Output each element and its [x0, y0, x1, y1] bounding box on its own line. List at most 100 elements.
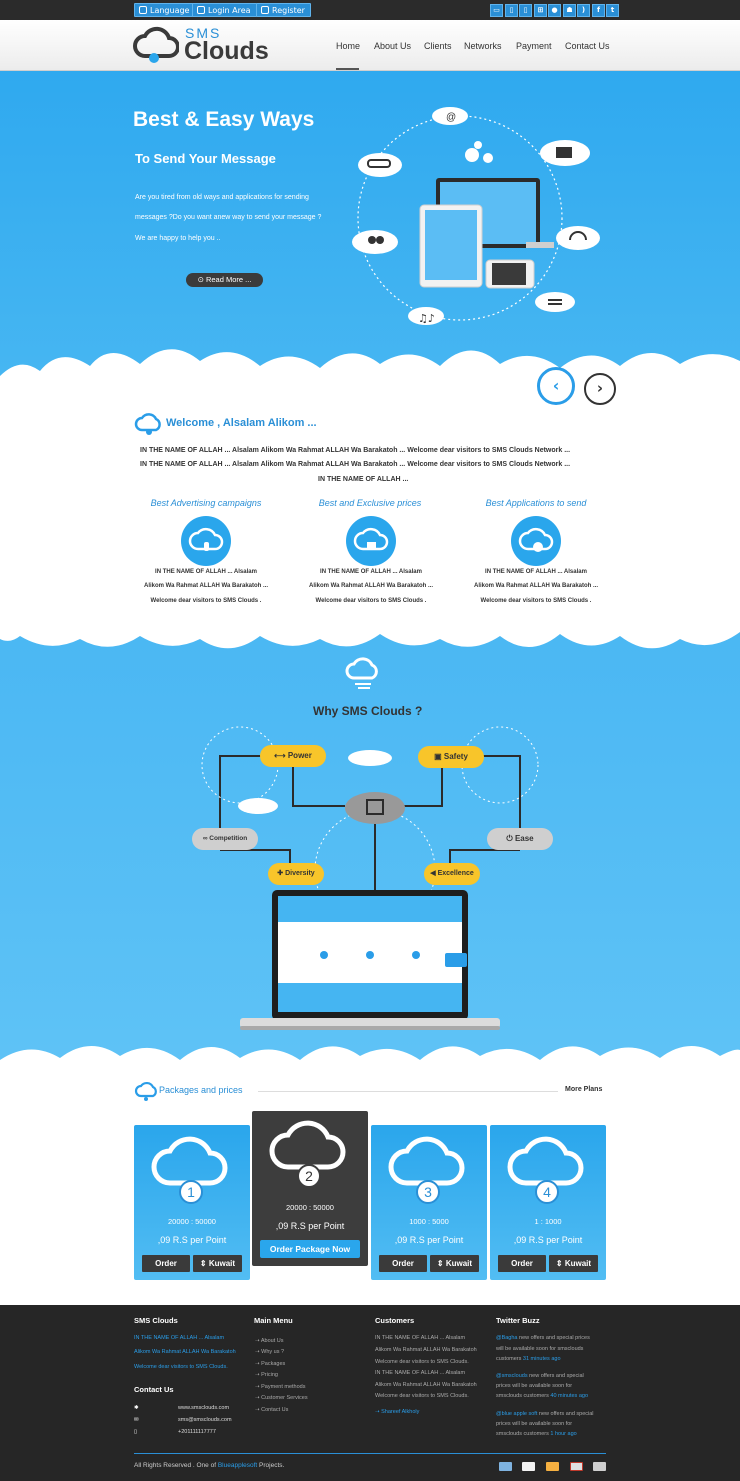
country-select[interactable]: ⇕ Kuwait: [430, 1255, 479, 1272]
more-plans-link[interactable]: More Plans: [565, 1086, 603, 1093]
packages-title: Packages and prices: [159, 1085, 243, 1095]
packages-divider: [258, 1091, 558, 1092]
discover-card-icon: [546, 1462, 559, 1471]
updown-icon: ⇕: [199, 1259, 209, 1268]
tweet: @Bagha new offers and special prices: [496, 1335, 590, 1341]
package-range: 1 : 1000: [534, 1217, 562, 1226]
country-select[interactable]: ⇕ Kuwait: [549, 1255, 598, 1272]
top-bar: [0, 0, 740, 20]
footer-menu-services[interactable]: ➝ Customer Services: [255, 1395, 308, 1401]
feature-text: Welcome dear visitors to SMS Clouds .: [480, 598, 592, 604]
contact-email[interactable]: sms@smsclouds.com: [178, 1417, 232, 1423]
customer-author[interactable]: ➝ Shareef Alkholy: [375, 1409, 420, 1415]
feature-title-advertising: Best Advertising campaigns: [150, 498, 262, 508]
package-cloud-icon: [151, 1136, 228, 1186]
tablet-icon[interactable]: ▯: [505, 4, 518, 17]
order-button[interactable]: Order: [142, 1255, 190, 1272]
megaphone-icon: ◀: [430, 870, 438, 877]
package-price: ,09 R.S per Point: [157, 1235, 227, 1245]
site-footer: [0, 1305, 740, 1481]
footer-menu-why[interactable]: ➝ Why us ?: [255, 1349, 285, 1355]
laptop-illustration: [240, 890, 500, 1030]
footer-menu-contact[interactable]: ➝ Contact Us: [255, 1407, 289, 1413]
feature-text: Alikom Wa Rahmat ALLAH Wa Barakatoh ...: [473, 583, 599, 589]
nav-clients[interactable]: Clients: [424, 41, 452, 51]
key-icon: [261, 6, 269, 14]
twitter-icon[interactable]: t: [606, 4, 619, 17]
package-cloud-icon: [134, 1081, 157, 1101]
hero-subtitle: To Send Your Message: [135, 151, 276, 166]
nav-payment[interactable]: Payment: [516, 41, 552, 51]
hero-illustration: @ ♫♪: [352, 107, 600, 325]
rss-icon[interactable]: ): [577, 4, 590, 17]
nav-about-us[interactable]: About Us: [374, 41, 412, 51]
nav-contact-us[interactable]: Contact Us: [565, 41, 610, 51]
email-at-text: @: [446, 112, 456, 123]
feature-applications-icon: [511, 516, 561, 566]
welcome-text-line: IN THE NAME OF ALLAH ...: [318, 476, 409, 483]
feature-title-applications: Best Applications to send: [485, 498, 587, 508]
blueapplesoft-link[interactable]: Blueapplesoft: [217, 1462, 258, 1469]
phone-icon[interactable]: ▯: [519, 4, 532, 17]
feature-text: IN THE NAME OF ALLAH ... Alsalam: [485, 569, 587, 575]
mastercard-icon: [570, 1462, 583, 1471]
footer-text: Alikom Wa Rahmat ALLAH Wa Barakatoh: [375, 1382, 477, 1388]
cloud-divider: [0, 349, 740, 406]
login-button[interactable]: Login Area: [192, 3, 257, 17]
contact-phone: +201111117777: [178, 1429, 216, 1435]
competition-bubble: ∞ Competition: [192, 828, 258, 850]
read-more-button[interactable]: ⊙ Read More ...: [186, 273, 263, 287]
facebook-icon[interactable]: f: [592, 4, 605, 17]
feature-text: Welcome dear visitors to SMS Clouds .: [315, 598, 427, 604]
footer-menu-packages[interactable]: ➝ Packages: [255, 1361, 286, 1367]
package-price: ,09 R.S per Point: [513, 1235, 583, 1245]
order-package-now-button[interactable]: Order Package Now: [260, 1240, 360, 1258]
feature-text: IN THE NAME OF ALLAH ... Alsalam: [155, 569, 257, 575]
register-button[interactable]: Register: [256, 3, 311, 17]
footer-divider: [134, 1453, 606, 1454]
monitor-icon[interactable]: ▭: [490, 4, 503, 17]
ease-bubble: ⏻ Ease: [487, 828, 553, 850]
package-number: 1: [179, 1180, 203, 1204]
apple-icon[interactable]: ●: [548, 4, 561, 17]
glasses-icon: ∞: [202, 835, 210, 842]
tweet-text: prices will be available soon for: [496, 1383, 573, 1389]
language-button[interactable]: Language: [134, 3, 196, 17]
package-cloud-icon: [388, 1136, 465, 1186]
tweet: @blue apple soft new offers and special: [496, 1411, 594, 1417]
footer-menu-pricing[interactable]: ➝ Pricing: [255, 1372, 278, 1378]
cloud-icon: [134, 413, 161, 435]
footer-menu-about[interactable]: ➝ About Us: [255, 1338, 284, 1344]
welcome-title: Welcome , Alsalam Alikom ...: [166, 417, 317, 429]
slider-prev-button[interactable]: ‹: [537, 367, 575, 405]
android-icon[interactable]: ☗: [563, 4, 576, 17]
package-price: ,09 R.S per Point: [394, 1235, 464, 1245]
feature-text: Alikom Wa Rahmat ALLAH Wa Barakatoh ...: [308, 583, 434, 589]
svg-text:♫♪: ♫♪: [418, 312, 435, 325]
logo-cloud-icon[interactable]: [133, 24, 179, 66]
order-button[interactable]: Order: [379, 1255, 427, 1272]
nav-networks[interactable]: Networks: [464, 41, 502, 51]
package-range: 1000 : 5000: [409, 1217, 449, 1226]
footer-title-customers: Customers: [375, 1316, 415, 1325]
cloud-divider-top: [0, 614, 740, 649]
footer-menu-payment[interactable]: ➝ Payment methods: [255, 1384, 306, 1390]
order-button[interactable]: Order: [498, 1255, 546, 1272]
windows-icon[interactable]: ⊞: [534, 4, 547, 17]
nav-home[interactable]: Home: [336, 41, 361, 51]
hero-text-line: messages ?Do you want anew way to send y…: [135, 214, 322, 221]
power-bubble: ⟷ Power: [260, 745, 326, 767]
hero-title: Best & Easy Ways: [133, 108, 315, 131]
why-diagram: [201, 726, 539, 900]
footer-text: Alikom Wa Rahmat ALLAH Wa Barakatoh: [375, 1347, 477, 1353]
visa-card-icon: [522, 1462, 535, 1471]
slider-next-button[interactable]: ›: [584, 373, 616, 405]
country-select[interactable]: ⇕ Kuwait: [193, 1255, 242, 1272]
contact-website[interactable]: www.smsclouds.com: [178, 1405, 230, 1411]
why-cloud-icon: [345, 657, 378, 689]
footer-title-main-menu: Main Menu: [254, 1316, 293, 1325]
footer-text: IN THE NAME OF ALLAH ... Alsalam: [375, 1370, 466, 1376]
power-icon: ⏻: [506, 834, 515, 843]
package-price: ,09 R.S per Point: [275, 1221, 345, 1231]
generic-card-icon: [593, 1462, 606, 1471]
